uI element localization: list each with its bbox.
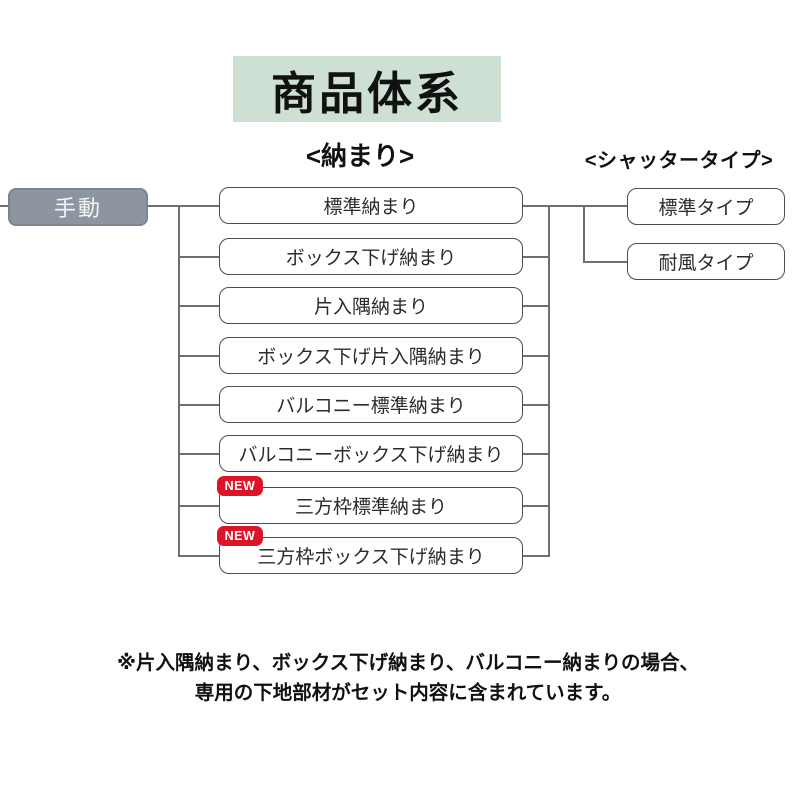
- shutter-node-standard: 標準タイプ: [627, 188, 785, 225]
- connector-right-trunk: [548, 205, 550, 557]
- connector-root-to-row1: [148, 205, 219, 207]
- connector-branch-left: [178, 404, 220, 406]
- title-banner: 商品体系: [233, 56, 501, 122]
- connector-shutter-trunk: [583, 205, 585, 263]
- new-badge: NEW: [217, 476, 263, 496]
- fitting-node-3: 片入隅納まり: [219, 287, 523, 324]
- shutter-node-label: 標準タイプ: [658, 198, 754, 219]
- fitting-node-7: 三方枠標準納まり: [219, 487, 523, 524]
- fitting-node-label: 三方枠標準納まり: [294, 497, 447, 518]
- footer-note-line2: 専用の下地部材がセット内容に含まれています。: [194, 682, 622, 704]
- footer-note: ※片入隅納まり、ボックス下げ納まり、バルコニー納まりの場合、 専用の下地部材がセ…: [16, 648, 800, 708]
- column-heading-fitting: <納まり>: [305, 141, 415, 171]
- page-title: 商品体系: [270, 67, 463, 119]
- new-badge-label: NEW: [224, 529, 256, 543]
- fitting-node-label: ボックス下げ片入隅納まり: [257, 347, 485, 368]
- connector-branch-right: [522, 453, 550, 455]
- fitting-node-2: ボックス下げ納まり: [219, 238, 523, 275]
- connector-left-edge: [0, 205, 8, 207]
- connector-branch-right: [522, 256, 550, 258]
- connector-branch-left: [178, 355, 220, 357]
- footer-note-line1: ※片入隅納まり、ボックス下げ納まり、バルコニー納まりの場合、: [117, 652, 699, 674]
- connector-branch-left: [178, 453, 220, 455]
- connector-branch-left: [178, 505, 220, 507]
- fitting-node-label: ボックス下げ納まり: [285, 248, 457, 269]
- fitting-node-label: 標準納まり: [323, 197, 419, 218]
- fitting-node-label: 三方枠ボックス下げ納まり: [257, 547, 485, 568]
- connector-branch-right: [522, 505, 550, 507]
- connector-branch-left: [178, 305, 220, 307]
- fitting-node-1: 標準納まり: [219, 187, 523, 224]
- shutter-node-label: 耐風タイプ: [658, 253, 754, 274]
- shutter-node-windproof: 耐風タイプ: [627, 243, 785, 280]
- fitting-node-5: バルコニー標準納まり: [219, 386, 523, 423]
- root-node-label: 手動: [53, 196, 102, 221]
- fitting-node-4: ボックス下げ片入隅納まり: [219, 337, 523, 374]
- fitting-node-8: 三方枠ボックス下げ納まり: [219, 537, 523, 574]
- connector-branch-right: [522, 555, 550, 557]
- connector-branch-left: [178, 555, 220, 557]
- fitting-node-6: バルコニーボックス下げ納まり: [219, 435, 523, 472]
- new-badge: NEW: [217, 526, 263, 546]
- connector-branch-right: [522, 305, 550, 307]
- new-badge-label: NEW: [224, 479, 256, 493]
- connector-branch-right: [522, 404, 550, 406]
- connector-branch-right: [522, 355, 550, 357]
- root-node-manual: 手動: [8, 188, 148, 226]
- column-heading-shutter: <シャッタータイプ>: [584, 150, 774, 172]
- connector-left-trunk: [178, 205, 180, 557]
- fitting-node-label: バルコニーボックス下げ納まり: [238, 445, 504, 466]
- fitting-node-label: 片入隅納まり: [313, 297, 428, 318]
- fitting-node-label: バルコニー標準納まり: [276, 396, 466, 417]
- connector-branch-windproof: [583, 261, 627, 263]
- connector-branch-left: [178, 256, 220, 258]
- connector-row1-to-shutter: [522, 205, 627, 207]
